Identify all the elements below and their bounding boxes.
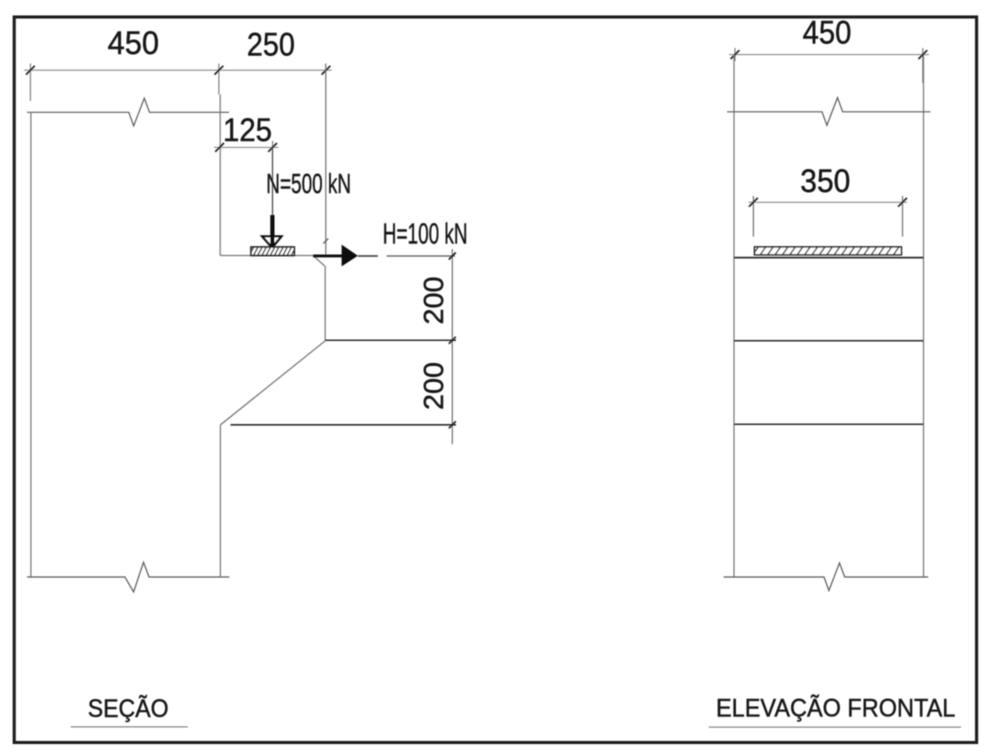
- svg-text:250: 250: [247, 27, 295, 63]
- svg-text:125: 125: [223, 112, 272, 148]
- svg-text:450: 450: [803, 14, 852, 50]
- svg-text:450: 450: [108, 25, 159, 61]
- svg-text:200: 200: [418, 277, 449, 325]
- svg-text:H=100 kN: H=100 kN: [383, 219, 468, 251]
- svg-text:SEÇÃO: SEÇÃO: [88, 694, 169, 723]
- svg-text:N=500 kN: N=500 kN: [266, 168, 351, 199]
- svg-text:200: 200: [418, 362, 449, 410]
- svg-text:350: 350: [800, 163, 850, 199]
- svg-text:ELEVAÇÃO FRONTAL: ELEVAÇÃO FRONTAL: [716, 694, 955, 723]
